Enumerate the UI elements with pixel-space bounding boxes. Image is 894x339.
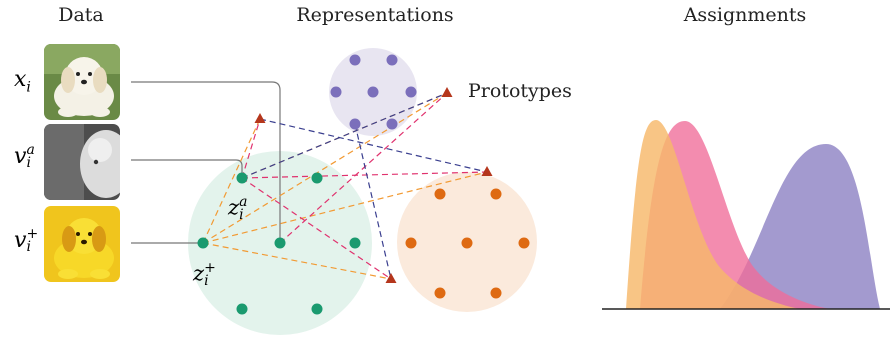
dog-photo-yellow-tint bbox=[44, 206, 120, 282]
prototype-triangle bbox=[385, 273, 397, 283]
link-navy bbox=[241, 92, 448, 179]
label-z-i-plus: z+i bbox=[193, 260, 216, 289]
link-pink bbox=[241, 177, 392, 280]
representation-point bbox=[405, 86, 417, 98]
label-x-i: xi bbox=[14, 67, 31, 96]
representation-point bbox=[349, 237, 361, 249]
data-heading: Data bbox=[58, 4, 104, 26]
representation-point bbox=[461, 237, 473, 249]
representations-heading: Representations bbox=[296, 4, 454, 26]
representation-point bbox=[386, 118, 398, 130]
representation-point bbox=[386, 54, 398, 66]
representation-point bbox=[434, 188, 446, 200]
representation-point bbox=[490, 287, 502, 299]
connector-va-to-point bbox=[131, 159, 243, 178]
link-pink bbox=[241, 171, 488, 179]
representation-point bbox=[349, 118, 361, 130]
legend-triangle-icon bbox=[441, 87, 453, 97]
link-pink bbox=[279, 92, 448, 244]
assignments-heading: Assignments bbox=[683, 4, 807, 26]
dog-photo-original bbox=[44, 44, 120, 120]
prototype-triangle bbox=[254, 113, 266, 123]
link-orange bbox=[202, 171, 488, 244]
prototypes-legend-label: Prototypes bbox=[468, 80, 572, 102]
connector-x-to-point bbox=[131, 81, 281, 242]
representation-point bbox=[311, 303, 323, 315]
representation-point bbox=[349, 54, 361, 66]
representation-point bbox=[405, 237, 417, 249]
representation-point bbox=[236, 172, 248, 184]
link-orange bbox=[202, 118, 261, 244]
representation-point bbox=[197, 237, 209, 249]
link-orange bbox=[202, 242, 392, 280]
link-pink bbox=[241, 118, 261, 179]
label-v-i-plus: v+i bbox=[14, 226, 39, 255]
representation-point bbox=[367, 86, 379, 98]
representation-point bbox=[490, 188, 502, 200]
representation-point bbox=[311, 172, 323, 184]
prototype-triangle bbox=[481, 166, 493, 176]
link-navy bbox=[354, 123, 392, 280]
representation-point bbox=[330, 86, 342, 98]
distribution-orange bbox=[626, 120, 800, 309]
representation-point bbox=[236, 303, 248, 315]
distribution-purple bbox=[720, 144, 880, 309]
representation-point bbox=[518, 237, 530, 249]
representation-point bbox=[434, 287, 446, 299]
dog-photo-grayscale-crop bbox=[44, 124, 120, 200]
link-navy bbox=[259, 118, 488, 173]
representation-point bbox=[274, 237, 286, 249]
link-orange bbox=[202, 92, 448, 244]
